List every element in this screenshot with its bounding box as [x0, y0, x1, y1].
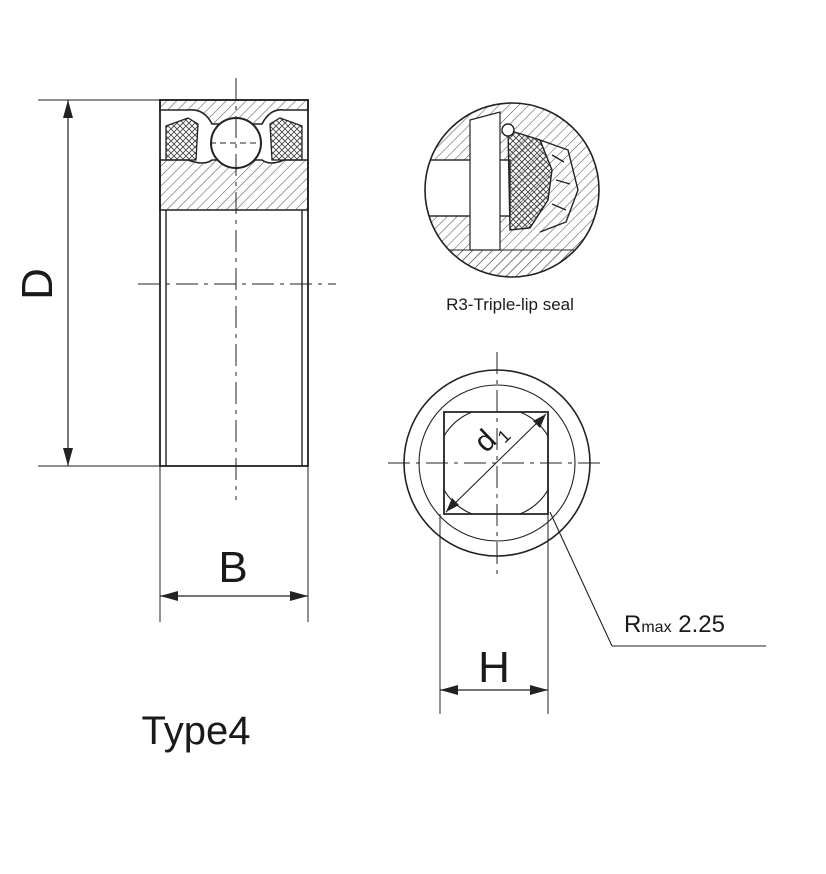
seal-caption: R3-Triple-lip seal [446, 295, 574, 314]
dimension-d [38, 99, 160, 467]
left-seal [165, 117, 199, 161]
detail-seal-lips [539, 139, 579, 233]
radius-value: 2.25 [672, 611, 725, 638]
d1-arrows [446, 414, 546, 512]
d1-diagonal [445, 413, 547, 513]
dimension-b [159, 466, 309, 622]
radius-prefix: R [624, 611, 641, 638]
label-d1: d 1 [468, 424, 515, 459]
bearing-section-view [138, 78, 336, 500]
detail-outline [424, 102, 600, 278]
label-h: H [478, 643, 510, 692]
detail-ring-gap [469, 111, 501, 251]
outer-ring-section [159, 99, 309, 125]
bearing-end-view [388, 352, 606, 574]
right-seal [269, 117, 303, 161]
seal-detail-view [424, 102, 600, 278]
radius-label: Rmax 2.25 [624, 611, 725, 638]
radius-sub: max [641, 619, 671, 636]
type-label: Type4 [142, 709, 251, 753]
label-d: D [13, 268, 62, 300]
bearing-outline [159, 99, 309, 467]
dimension-h [439, 514, 549, 714]
radius-leader [549, 511, 766, 647]
label-b: B [218, 543, 247, 592]
